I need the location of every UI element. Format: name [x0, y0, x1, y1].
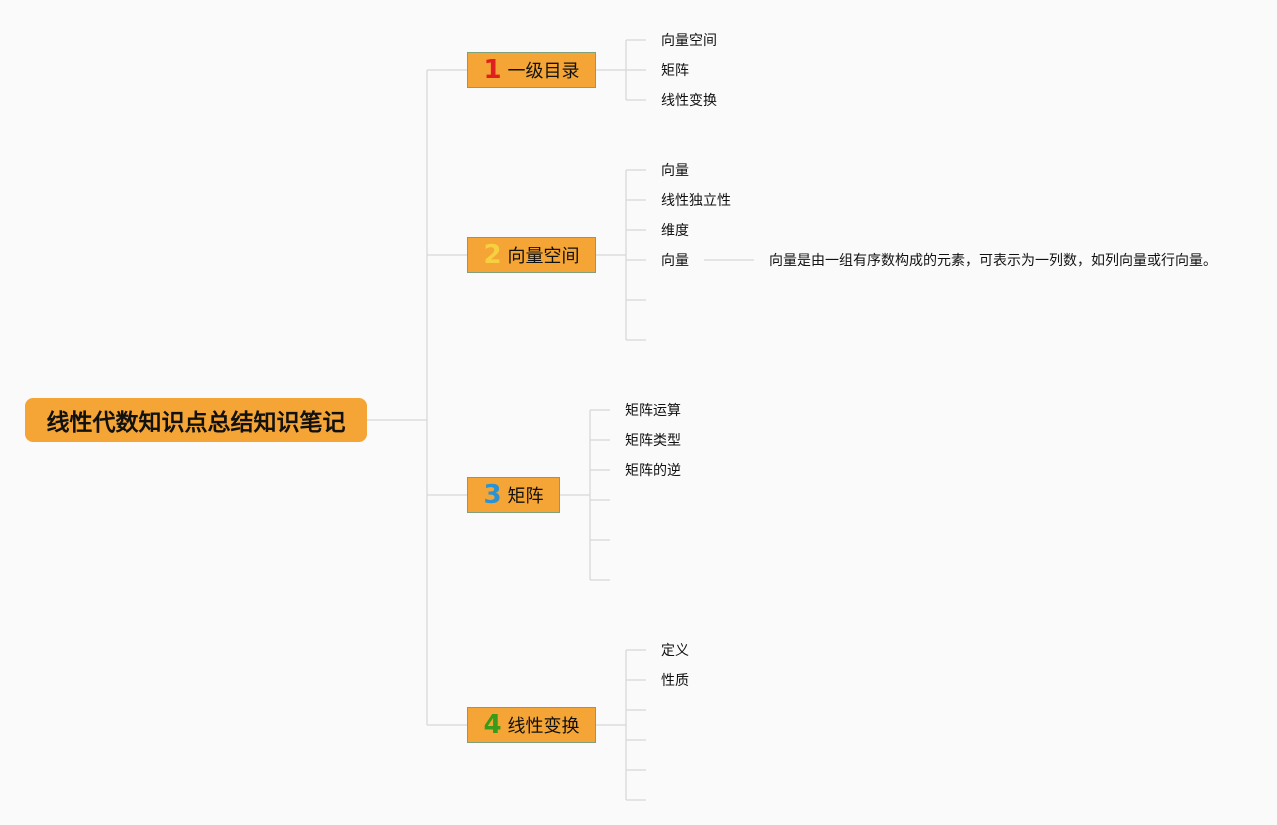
subtopic-item[interactable]: 线性独立性 — [661, 193, 731, 209]
subtopic-item[interactable]: 矩阵类型 — [625, 433, 681, 449]
topic-node-4[interactable]: 4 线性变换 — [467, 707, 596, 743]
topic-title-3: 矩阵 — [507, 486, 544, 507]
topic-title-1: 一级目录 — [507, 61, 580, 82]
subtopic-item[interactable]: 向量 — [661, 253, 689, 269]
root-node[interactable]: 线性代数知识点总结知识笔记 — [25, 398, 367, 442]
subtopic-item[interactable]: 向量空间 — [661, 33, 717, 49]
topic-number-4: 4 — [483, 710, 502, 740]
subtopic-item[interactable]: 性质 — [661, 673, 689, 689]
topic-node-3[interactable]: 3 矩阵 — [467, 477, 560, 513]
subtopic-item[interactable]: 定义 — [661, 643, 689, 659]
subtopic-item[interactable]: 矩阵 — [661, 63, 689, 79]
topic-number-3: 3 — [483, 480, 502, 510]
topic-node-2[interactable]: 2 向量空间 — [467, 237, 596, 273]
topic-number-1: 1 — [483, 55, 502, 85]
topic-title-2: 向量空间 — [507, 246, 580, 267]
subtopic-item[interactable]: 向量 — [661, 163, 689, 179]
subtopic-item[interactable]: 线性变换 — [661, 93, 717, 109]
topic-title-4: 线性变换 — [507, 716, 580, 737]
topic-node-1[interactable]: 1 一级目录 — [467, 52, 596, 88]
subtopic-item[interactable]: 矩阵运算 — [625, 403, 681, 419]
root-title: 线性代数知识点总结知识笔记 — [46, 410, 346, 436]
note-text[interactable]: 向量是由一组有序数构成的元素，可表示为一列数，如列向量或行向量。 — [769, 253, 1217, 269]
subtopic-item[interactable]: 矩阵的逆 — [625, 463, 681, 479]
subtopic-item[interactable]: 维度 — [661, 223, 689, 239]
topic-number-2: 2 — [483, 240, 502, 270]
